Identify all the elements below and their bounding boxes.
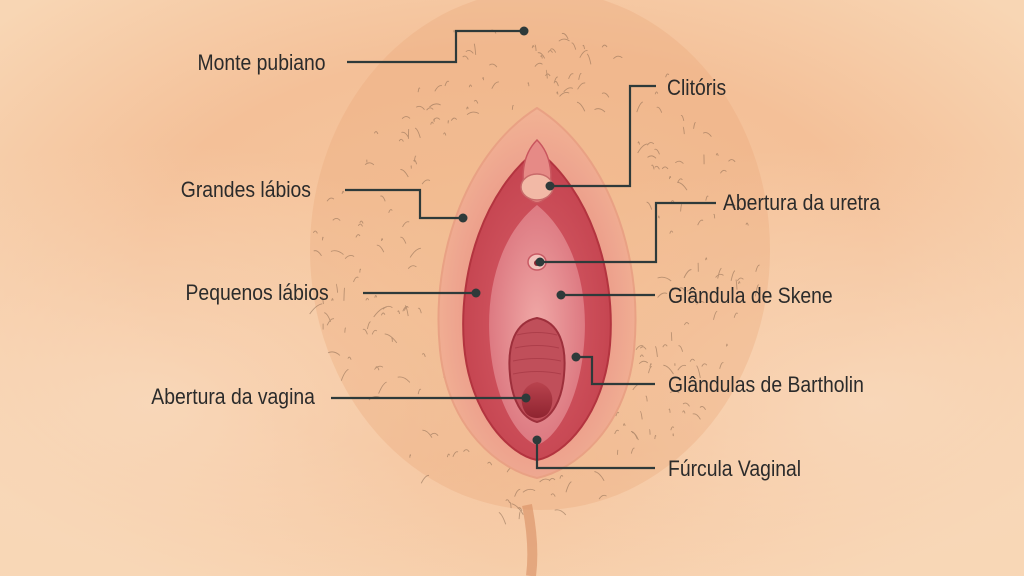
label-glandula-skene: Glândula de Skene: [668, 283, 833, 308]
dot-glandula-skene: [556, 290, 566, 300]
leader-lines: [331, 29, 716, 470]
pubic-hair: [309, 29, 760, 525]
leader-monte-pubiano: [347, 29, 524, 64]
leader-clitoris: [550, 84, 656, 188]
label-clitoris: Clitóris: [667, 75, 727, 100]
dot-grandes-labios: [458, 213, 468, 223]
leader-grandes-labios: [345, 188, 463, 220]
leader-glandulas-bartholin: [576, 355, 655, 386]
label-grandes-labios: Grandes lábios: [180, 177, 311, 202]
label-furcula-vaginal: Fúrcula Vaginal: [668, 456, 802, 481]
label-glandulas-bartholin: Glândulas de Bartholin: [668, 372, 864, 397]
label-abertura-uretra: Abertura da uretra: [723, 190, 881, 215]
dot-clitoris: [545, 181, 555, 191]
label-abertura-vagina: Abertura da vagina: [151, 384, 315, 409]
dot-abertura-uretra: [535, 257, 545, 267]
leader-abertura-uretra: [540, 201, 716, 264]
dot-furcula-vaginal: [532, 435, 542, 445]
leader-furcula-vaginal: [535, 440, 655, 470]
dot-monte-pubiano: [519, 26, 529, 36]
label-pequenos-labios: Pequenos lábios: [185, 280, 329, 305]
leader-dots: [458, 26, 581, 445]
dot-glandulas-bartholin: [571, 352, 581, 362]
dot-pequenos-labios: [471, 288, 481, 298]
dot-abertura-vagina: [521, 393, 531, 403]
label-monte-pubiano: Monte pubiano: [197, 50, 326, 75]
